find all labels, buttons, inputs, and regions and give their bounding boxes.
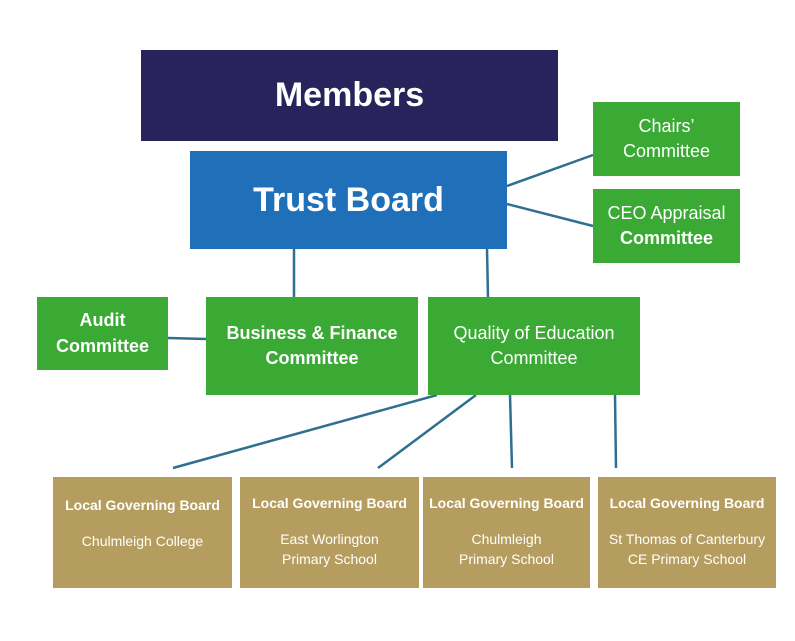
connector — [506, 202, 594, 228]
label-line: Committee — [490, 348, 578, 368]
school-name: CE Primary School — [627, 551, 747, 568]
members-label: Members — [274, 76, 425, 114]
label-line: Committee — [265, 348, 359, 368]
school-name: Primary School — [282, 551, 377, 568]
audit-committee-box: Audit Committee — [37, 297, 168, 370]
members-box: Members — [141, 50, 558, 141]
business-finance-committee-box: Business & Finance Committee — [206, 297, 418, 395]
connector — [613, 394, 618, 469]
lgb-title: Local Governing Board — [65, 497, 220, 513]
quality-education-committee-box: Quality of Education Committee — [428, 297, 640, 395]
lgb-st-thomas: Local Governing Board St Thomas of Cante… — [598, 477, 776, 588]
lgb-chulmleigh-primary: Local Governing Board Chulmleigh Primary… — [423, 477, 590, 588]
school-name: East Worlington — [280, 531, 379, 547]
connector — [377, 393, 477, 470]
school-name: Chulmleigh — [471, 531, 542, 547]
lgb-title: Local Governing Board — [429, 495, 584, 511]
connector — [506, 153, 594, 188]
lgb-east-worlington: Local Governing Board East Worlington Pr… — [240, 477, 419, 588]
school-name: Primary School — [459, 551, 554, 568]
school-name: Chulmleigh College — [81, 533, 204, 549]
trust-board-label: Trust Board — [253, 180, 444, 219]
connector — [172, 393, 438, 470]
label-line: Chairs’ — [638, 115, 695, 136]
connector — [508, 394, 514, 469]
lgb-chulmleigh-college: Local Governing Board Chulmleigh College — [53, 477, 232, 588]
label-line: Audit — [79, 310, 126, 331]
label-line: Business & Finance — [226, 322, 398, 343]
label-line: Committee — [55, 335, 149, 356]
label-line: Committee — [622, 141, 711, 161]
label-line: Committee — [619, 228, 713, 248]
label-line: Quality of Education — [453, 322, 615, 343]
lgb-title: Local Governing Board — [252, 495, 407, 511]
chairs-committee-box: Chairs’ Committee — [593, 102, 740, 176]
label-line: CEO Appraisal — [607, 202, 726, 223]
connector — [167, 336, 207, 341]
lgb-title: Local Governing Board — [609, 495, 765, 511]
connector — [485, 248, 490, 298]
ceo-appraisal-committee-box: CEO Appraisal Committee — [593, 189, 740, 263]
trust-board-box: Trust Board — [190, 151, 507, 249]
school-name: St Thomas of Canterbury — [608, 531, 766, 547]
